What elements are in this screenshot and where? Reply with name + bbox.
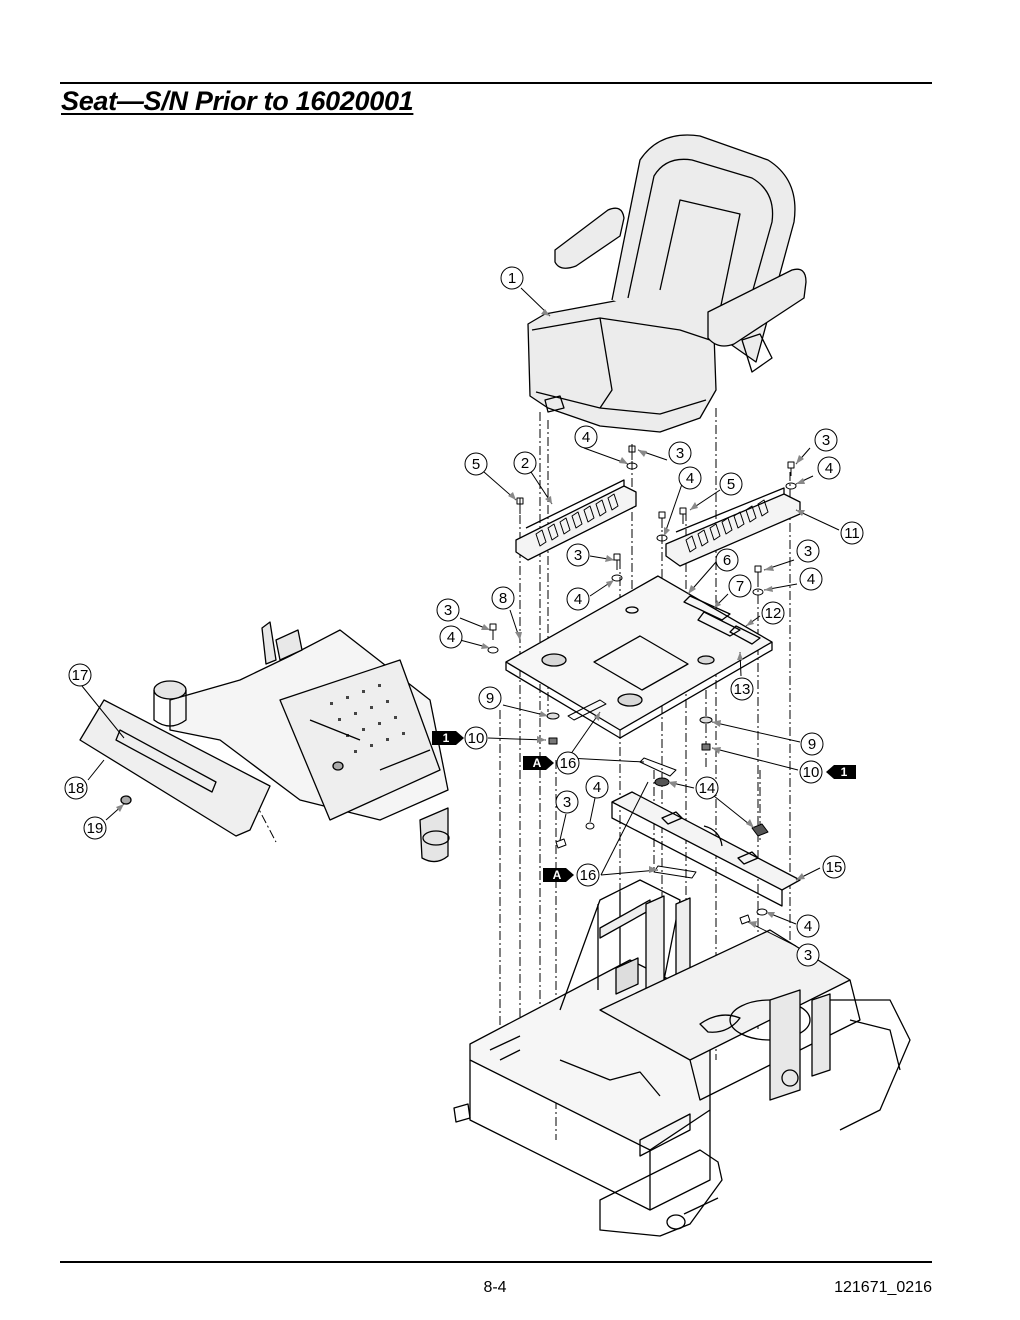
svg-text:A: A <box>553 868 562 882</box>
svg-text:3: 3 <box>804 543 812 560</box>
mower-frame <box>453 879 911 1237</box>
latch-bracket <box>611 791 801 907</box>
callout-4: 4 <box>574 425 598 449</box>
callout-3: 3 <box>796 943 820 967</box>
tag-a-upper: A <box>523 756 554 770</box>
svg-text:14: 14 <box>699 780 716 797</box>
svg-text:5: 5 <box>472 456 480 473</box>
svg-text:10: 10 <box>803 764 820 781</box>
svg-text:4: 4 <box>825 460 833 477</box>
svg-text:1: 1 <box>508 270 516 287</box>
callout-10: 10 <box>464 726 488 750</box>
reference-tags: 1 1 A A <box>432 731 856 882</box>
svg-text:4: 4 <box>686 470 694 487</box>
svg-text:11: 11 <box>844 525 860 542</box>
callout-4: 4 <box>439 625 463 649</box>
callout-4: 4 <box>799 567 823 591</box>
callout-9: 9 <box>800 732 824 756</box>
callout-7: 7 <box>728 574 752 598</box>
fasteners <box>487 445 797 925</box>
callout-6: 6 <box>715 548 739 572</box>
callout-18: 18 <box>64 776 88 800</box>
footer-rule <box>60 1261 932 1263</box>
svg-text:2: 2 <box>521 455 529 472</box>
callout-16: 16 <box>556 751 580 775</box>
svg-text:8: 8 <box>499 590 507 607</box>
seat-assembly <box>527 134 807 433</box>
tag-1-left: 1 <box>432 731 464 745</box>
svg-text:13: 13 <box>734 681 751 698</box>
svg-text:3: 3 <box>822 432 830 449</box>
page-number: 8-4 <box>483 1279 507 1296</box>
svg-text:A: A <box>533 756 542 770</box>
svg-text:12: 12 <box>765 605 782 622</box>
page-title: Seat—S/N Prior to 16020001 <box>61 86 414 116</box>
svg-text:9: 9 <box>486 690 494 707</box>
callout-16: 16 <box>576 863 600 887</box>
callout-3: 3 <box>814 428 838 452</box>
svg-text:3: 3 <box>563 794 571 811</box>
svg-text:3: 3 <box>574 547 582 564</box>
callouts: 1 2 3 3 3 3 3 3 3 4 4 4 4 4 4 4 4 5 5 6 … <box>64 266 864 967</box>
svg-text:7: 7 <box>736 578 744 595</box>
svg-text:3: 3 <box>676 445 684 462</box>
callout-1: 1 <box>500 266 524 290</box>
callout-4: 4 <box>817 456 841 480</box>
callout-4: 4 <box>796 914 820 938</box>
svg-text:9: 9 <box>808 736 816 753</box>
callout-11: 11 <box>840 521 864 545</box>
svg-text:6: 6 <box>723 552 731 569</box>
callout-3: 3 <box>796 539 820 563</box>
callout-5: 5 <box>464 452 488 476</box>
svg-text:1: 1 <box>841 765 848 779</box>
callout-2: 2 <box>513 451 537 475</box>
svg-text:4: 4 <box>807 571 815 588</box>
svg-text:4: 4 <box>582 429 590 446</box>
callout-3: 3 <box>555 790 579 814</box>
svg-text:1: 1 <box>443 731 450 745</box>
pod-assembly <box>79 621 450 863</box>
callout-5: 5 <box>719 472 743 496</box>
callout-19: 19 <box>83 816 107 840</box>
svg-text:17: 17 <box>72 667 89 684</box>
callout-13: 13 <box>730 677 754 701</box>
svg-text:15: 15 <box>826 859 843 876</box>
svg-text:4: 4 <box>593 779 601 796</box>
callout-14: 14 <box>695 776 719 800</box>
svg-text:4: 4 <box>447 629 455 646</box>
svg-text:3: 3 <box>444 602 452 619</box>
callout-3: 3 <box>566 543 590 567</box>
tag-1-right: 1 <box>826 765 856 779</box>
svg-text:16: 16 <box>580 867 597 884</box>
left-seat-bracket <box>515 479 637 561</box>
callout-17: 17 <box>68 663 92 687</box>
svg-text:16: 16 <box>560 755 577 772</box>
callout-9: 9 <box>478 686 502 710</box>
document-id: 121671_0216 <box>834 1279 932 1296</box>
tag-a-lower: A <box>543 868 574 882</box>
callout-12: 12 <box>761 601 785 625</box>
svg-text:4: 4 <box>804 918 812 935</box>
leader-arrows <box>116 309 805 928</box>
svg-text:10: 10 <box>468 730 485 747</box>
callout-3: 3 <box>668 441 692 465</box>
callout-3: 3 <box>436 598 460 622</box>
seat-mounting-plate <box>505 575 773 739</box>
callout-4: 4 <box>585 775 609 799</box>
callout-4: 4 <box>566 587 590 611</box>
svg-text:5: 5 <box>727 476 735 493</box>
callout-8: 8 <box>491 586 515 610</box>
svg-text:19: 19 <box>87 820 104 837</box>
svg-text:18: 18 <box>68 780 85 797</box>
svg-text:3: 3 <box>804 947 812 964</box>
callout-10: 10 <box>799 760 823 784</box>
callout-15: 15 <box>822 855 846 879</box>
svg-text:4: 4 <box>574 591 582 608</box>
header-rule <box>60 82 932 84</box>
callout-4: 4 <box>678 466 702 490</box>
